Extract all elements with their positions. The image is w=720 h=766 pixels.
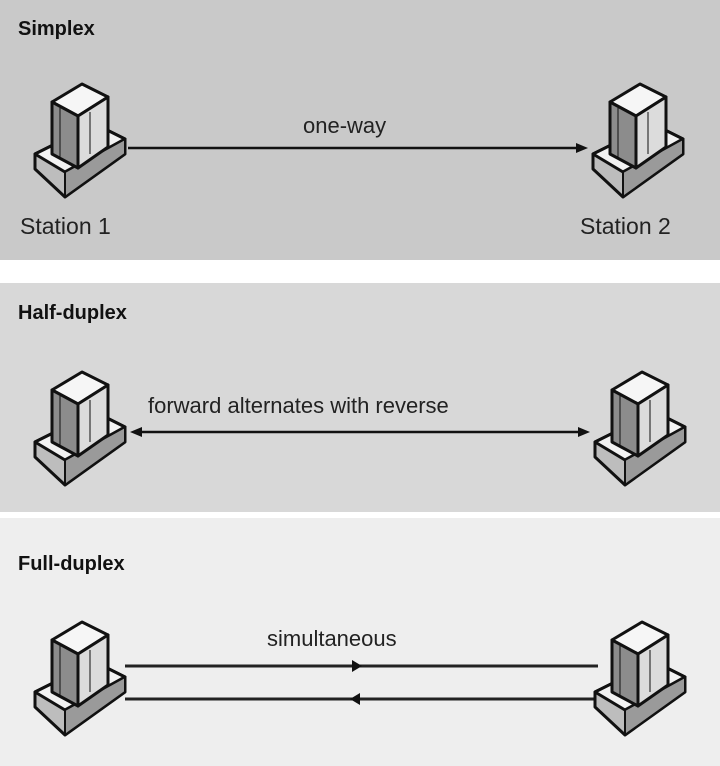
half-duplex-left-computer-icon [33, 370, 127, 487]
full-duplex-title: Full-duplex [18, 553, 125, 575]
half-duplex-arrow-label: forward alternates with reverse [148, 393, 449, 418]
station-1-label: Station 1 [20, 213, 111, 239]
half-duplex-panel: Half-duplex forward alternates with reve… [0, 283, 720, 512]
full-duplex-right-computer-icon [593, 620, 687, 737]
station-1-computer-icon [33, 82, 127, 199]
simplex-arrow-label: one-way [303, 113, 387, 138]
half-duplex-right-computer-icon [593, 370, 687, 487]
full-duplex-arrows [125, 660, 598, 705]
full-duplex-left-computer-icon [33, 620, 127, 737]
full-duplex-panel: Full-duplex simultaneous [0, 518, 720, 766]
simplex-title: Simplex [18, 18, 95, 40]
simplex-arrow [128, 143, 588, 153]
full-duplex-arrow-label: simultaneous [267, 626, 397, 651]
half-duplex-arrow [130, 427, 590, 437]
station-2-label: Station 2 [580, 213, 671, 239]
station-2-computer-icon [591, 82, 685, 199]
half-duplex-title: Half-duplex [18, 302, 127, 324]
simplex-panel: Simplex one-way Station 1 Station 2 [0, 0, 720, 260]
